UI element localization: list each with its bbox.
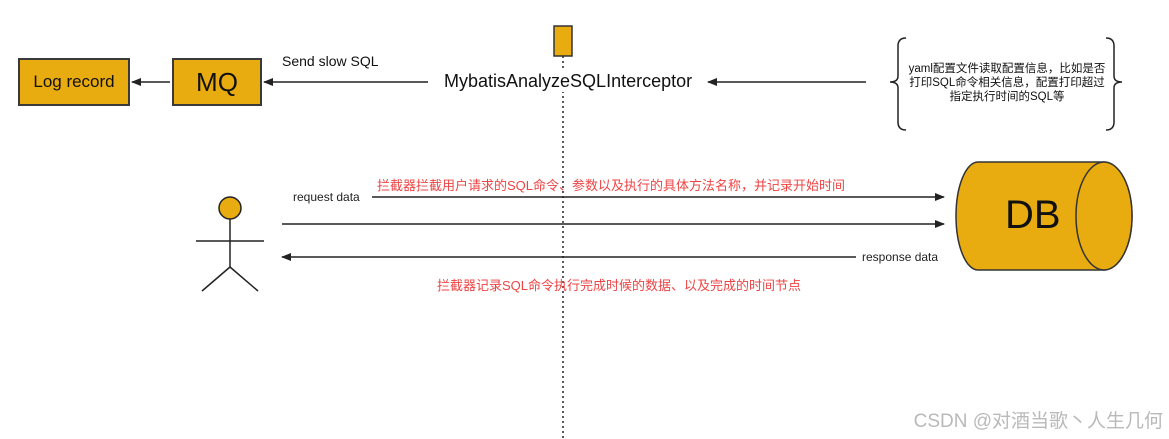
request-data-label: request data [293,190,360,204]
left-brace [889,37,907,131]
config-note: yaml配置文件读取配置信息，比如是否 打印SQL命令相关信息，配置打印超过 指… [892,62,1122,104]
csdn-watermark: CSDN @对酒当歌丶人生几何 [913,411,1163,432]
log-record-label: Log record [33,72,115,91]
mq-box: MQ [172,58,262,106]
interceptor-label: MybatisAnalyzeSQLInterceptor [442,71,695,92]
mq-label: MQ [196,66,238,97]
config-note-line-2: 打印SQL命令相关信息，配置打印超过 [909,77,1105,89]
db-label: DB [1005,193,1061,237]
interceptor-activation [553,25,573,57]
config-note-line-3: 指定执行时间的SQL等 [949,91,1065,103]
response-data-label: response data [862,250,939,264]
send-slow-sql-label: Send slow SQL [282,53,379,69]
log-record-box: Log record [18,58,130,106]
config-note-line-1: yaml配置文件读取配置信息，比如是否 [908,63,1106,75]
db-cylinder [955,161,1133,271]
response-annotation: 拦截器记录SQL命令执行完成时候的数据、以及完成的时间节点 [437,278,802,293]
user-actor [196,196,264,292]
request-annotation: 拦截器拦截用户请求的SQL命令、参数以及执行的具体方法名称，并记录开始时间 [377,178,846,193]
right-brace [1105,37,1123,131]
